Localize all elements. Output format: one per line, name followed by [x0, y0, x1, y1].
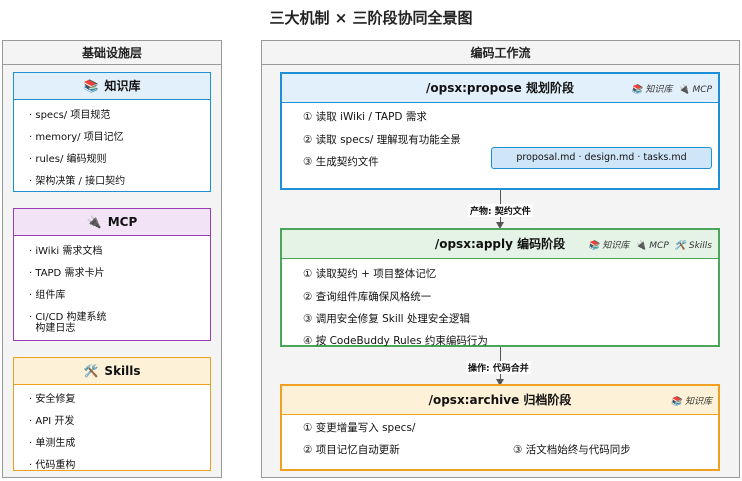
books-icon: 📚	[631, 85, 643, 95]
infra-panel: 基础设施层 📚 知识库 · specs/ 项目规范 · memory/ 项目记忆 …	[2, 40, 222, 478]
tools-icon: 🛠️	[83, 364, 99, 378]
flow-arrow-head	[496, 222, 504, 229]
skills-item: · API 开发	[29, 416, 75, 427]
mcp-item: · TAPD 需求卡片	[29, 268, 105, 279]
propose-stage-title: /opsx:propose 规划阶段	[282, 74, 718, 103]
skills-item: · 安全修复	[29, 394, 76, 405]
books-icon: 📚	[587, 241, 600, 251]
apply-stage: /opsx:apply 编码阶段 📚知识库 🔌MCP 🛠️Skills ① 读取…	[280, 228, 720, 347]
apply-step: ② 查询组件库确保风格统一	[303, 291, 432, 303]
flow-label-merge: 操作: 代码合并	[466, 361, 531, 374]
tag-label: MCP	[692, 85, 712, 95]
tag-label: 知识库	[645, 85, 673, 95]
kb-item: · 架构决策 / 接口契约	[29, 176, 126, 187]
mcp-item: · iWiki 需求文档	[29, 246, 103, 257]
propose-step: ② 读取 specs/ 理解现有功能全景	[303, 134, 461, 146]
tag-label: 知识库	[684, 397, 712, 407]
archive-stage-tags: 📚知识库	[668, 394, 712, 407]
infra-panel-title: 基础设施层	[3, 41, 221, 65]
archive-step: ② 项目记忆自动更新	[303, 444, 400, 456]
archive-stage-title: /opsx:archive 归档阶段	[282, 386, 718, 415]
mcp-item: · 组件库	[29, 290, 66, 301]
propose-stage: /opsx:propose 规划阶段 📚知识库 🔌MCP ① 读取 iWiki …	[280, 72, 720, 190]
mcp-card: 🔌 MCP · iWiki 需求文档 · TAPD 需求卡片 · 组件库 · CI…	[13, 208, 211, 341]
archive-step: ① 变更增量写入 specs/	[303, 422, 416, 434]
apply-step: ④ 按 CodeBuddy Rules 约束编码行为	[303, 335, 488, 347]
mcp-header: 🔌 MCP	[14, 209, 210, 236]
skills-card: 🛠️ Skills · 安全修复 · API 开发 · 单测生成 · 代码重构	[13, 357, 211, 471]
tag-label: Skills	[688, 241, 712, 251]
flow-label-artifact: 产物: 契约文件	[468, 204, 533, 217]
kb-item: · specs/ 项目规范	[29, 110, 111, 121]
mcp-title: MCP	[107, 215, 138, 229]
skills-title: Skills	[104, 364, 141, 378]
apply-stage-title: /opsx:apply 编码阶段	[282, 230, 718, 259]
apply-stage-tags: 📚知识库 🔌MCP 🛠️Skills	[585, 238, 712, 251]
contract-artifacts-box: proposal.md · design.md · tasks.md	[491, 147, 712, 169]
skills-item: · 单测生成	[29, 438, 76, 449]
tag-label: 知识库	[602, 241, 630, 251]
workflow-panel-title: 编码工作流	[262, 41, 739, 65]
propose-stage-tags: 📚知识库 🔌MCP	[628, 82, 712, 95]
archive-step: ③ 活文档始终与代码同步	[513, 444, 631, 456]
mcp-item: · CI/CD 构建系统	[29, 312, 107, 323]
flow-arrow-head	[496, 379, 504, 386]
kb-item: · rules/ 编码规则	[29, 154, 107, 165]
propose-step: ③ 生成契约文件	[303, 156, 379, 168]
archive-stage: /opsx:archive 归档阶段 📚知识库 ① 变更增量写入 specs/ …	[280, 384, 720, 471]
kb-item: · memory/ 项目记忆	[29, 132, 124, 143]
books-icon: 📚	[83, 79, 99, 93]
apply-step: ① 读取契约 + 项目整体记忆	[303, 268, 437, 280]
diagram-title: 三大机制 × 三阶段协同全景图	[269, 9, 473, 27]
plug-icon: 🔌	[86, 215, 102, 229]
propose-step: ① 读取 iWiki / TAPD 需求	[303, 111, 427, 123]
knowledge-base-header: 📚 知识库	[14, 73, 210, 100]
apply-step: ③ 调用安全修复 Skill 处理安全逻辑	[303, 313, 470, 325]
tools-icon: 🛠️	[674, 241, 686, 251]
skills-item: · 代码重构	[29, 460, 76, 471]
books-icon: 📚	[670, 397, 682, 407]
tag-label: MCP	[649, 241, 669, 251]
skills-header: 🛠️ Skills	[14, 358, 210, 385]
mcp-item: 构建日志	[29, 323, 76, 334]
plug-icon: 🔌	[635, 241, 647, 251]
plug-icon: 🔌	[678, 85, 690, 95]
knowledge-base-title: 知识库	[104, 79, 141, 93]
knowledge-base-card: 📚 知识库 · specs/ 项目规范 · memory/ 项目记忆 · rule…	[13, 72, 211, 192]
